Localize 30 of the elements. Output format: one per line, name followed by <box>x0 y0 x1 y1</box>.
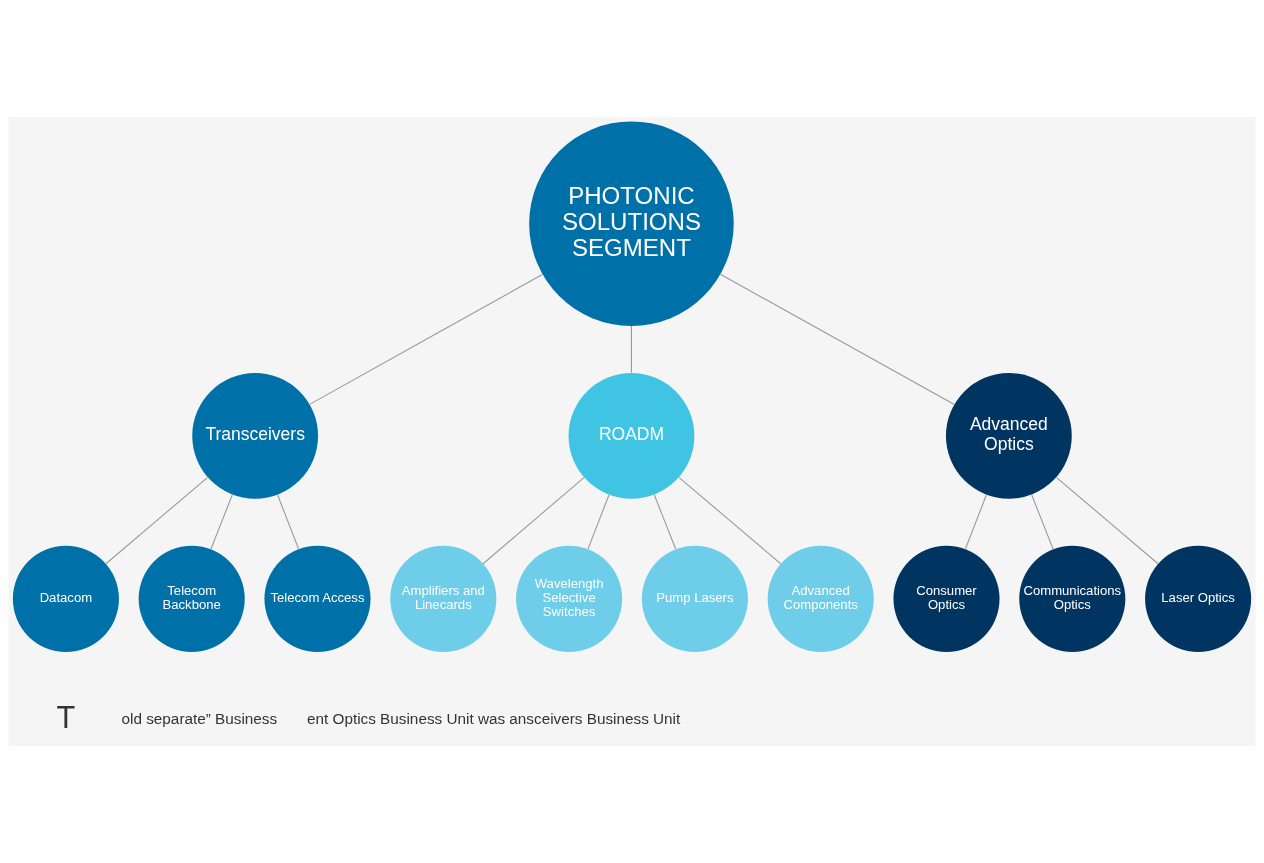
connector <box>587 494 610 550</box>
node-circle: ROADM <box>568 373 695 499</box>
node-circle: Telecom Access <box>264 545 371 652</box>
connector <box>105 477 208 565</box>
connector <box>964 494 987 550</box>
connector <box>309 273 543 405</box>
node-circle: Communications Optics <box>1019 545 1126 652</box>
connector <box>1031 494 1054 550</box>
connector <box>482 477 585 565</box>
node-circle: Telecom Backbone <box>138 545 245 652</box>
connector <box>277 494 300 550</box>
node-circle: Pump Lasers <box>641 545 748 652</box>
node-circle: Advanced Optics <box>945 373 1072 499</box>
connector <box>1056 477 1159 565</box>
node-circle: PHOTONIC SOLUTIONS SEGMENT <box>529 121 734 326</box>
label: old separate” Business <box>121 710 278 728</box>
connector <box>719 273 955 405</box>
connector <box>630 325 632 374</box>
node-circle: Amplifiers and Linecards <box>390 545 497 652</box>
label: ent Optics Business Unit was ansceivers Business Unit <box>307 710 681 728</box>
connector <box>210 494 233 550</box>
node-circle: Wavelength Selective Switches <box>516 545 623 652</box>
node-circle: Consumer Optics <box>893 545 1000 652</box>
node-circle: Datacom <box>12 545 119 652</box>
connector <box>653 494 677 550</box>
label: T <box>56 699 76 734</box>
node-circle: Advanced Components <box>767 545 874 652</box>
connector <box>678 477 782 565</box>
node-circle: Transceivers <box>192 373 319 499</box>
node-circle: Laser Optics <box>1145 545 1252 652</box>
